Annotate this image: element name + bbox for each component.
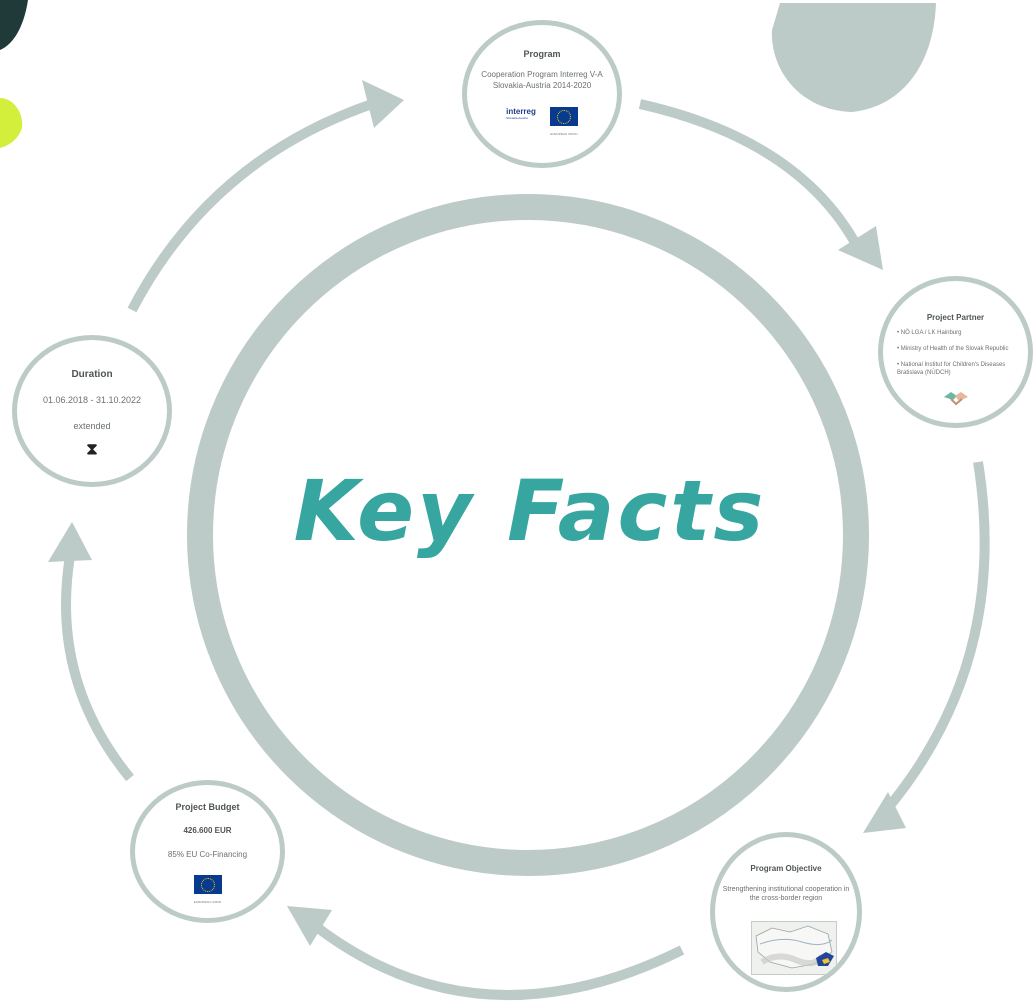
budget-title: Project Budget bbox=[175, 802, 240, 812]
deco-lime-blob bbox=[0, 98, 23, 148]
deco-dark-blob bbox=[0, 0, 28, 50]
program-title: Program bbox=[523, 49, 561, 59]
key-facts-title: Key Facts bbox=[293, 462, 767, 560]
handshake-icon bbox=[942, 389, 970, 412]
interreg-logo: interreg Slovakia-Austria bbox=[506, 107, 536, 120]
interreg-logo-region: Slovakia-Austria bbox=[506, 116, 528, 120]
program-logos: interreg Slovakia-Austria EUROPEAN UNION bbox=[467, 107, 617, 136]
duration-title: Duration bbox=[71, 369, 113, 380]
duration-status: extended bbox=[73, 421, 111, 431]
arrow-objective-to-budget bbox=[314, 924, 685, 1000]
program-objective-node[interactable]: Program Objective Strengthening institut… bbox=[710, 832, 862, 992]
duration-dates: 01.06.2018 - 31.10.2022 bbox=[42, 395, 142, 405]
arrow-program-to-partner bbox=[638, 99, 863, 251]
program-line-1: Cooperation Program Interreg V-A bbox=[481, 70, 603, 79]
central-ring bbox=[187, 194, 869, 876]
partner-item: • Ministry of Health of the Slovak Repub… bbox=[897, 346, 1009, 352]
partner-title: Project Partner bbox=[926, 313, 985, 322]
eu-logo: EUROPEAN UNION bbox=[549, 107, 578, 136]
program-node[interactable]: Program Cooperation Program Interreg V-A… bbox=[462, 20, 622, 168]
partner-list: • NÖ LGA / LK Hainburg • Ministry of Hea… bbox=[883, 329, 1028, 377]
eu-flag-icon bbox=[549, 107, 578, 126]
budget-cofinancing: 85% EU Co-Financing bbox=[167, 850, 248, 859]
arrow-heads bbox=[48, 80, 906, 946]
arrowhead-program bbox=[362, 80, 404, 128]
objective-title: Program Objective bbox=[750, 864, 822, 873]
deco-grey-blob bbox=[771, 3, 936, 112]
interreg-logo-word: interreg bbox=[506, 107, 536, 116]
cycle-arrows bbox=[61, 99, 990, 1000]
eu-flag-icon bbox=[193, 875, 222, 894]
arrow-duration-to-program bbox=[127, 99, 374, 313]
region-map-image bbox=[751, 921, 837, 975]
arrowhead-partner bbox=[838, 226, 883, 270]
arrowhead-objective bbox=[863, 792, 906, 833]
eu-caption: EUROPEAN UNION bbox=[193, 900, 222, 904]
arrow-budget-to-duration bbox=[61, 555, 134, 782]
budget-amount: 426.600 EUR bbox=[183, 826, 232, 835]
objective-text: Strengthening institutional cooperation … bbox=[722, 886, 850, 902]
arrow-partner-to-objective bbox=[884, 461, 990, 812]
eu-logo: EUROPEAN UNION bbox=[135, 875, 280, 904]
project-partner-node[interactable]: Project Partner • NÖ LGA / LK Hainburg •… bbox=[878, 276, 1033, 428]
partner-item: • National Institut for Children's Disea… bbox=[897, 362, 1006, 376]
arrowhead-budget bbox=[287, 906, 332, 946]
eu-caption: EUROPEAN UNION bbox=[550, 132, 578, 136]
hourglass-icon: ⧗ bbox=[86, 441, 98, 458]
project-budget-node[interactable]: Project Budget 426.600 EUR 85% EU Co-Fin… bbox=[130, 780, 285, 923]
program-description: Cooperation Program Interreg V-A Slovaki… bbox=[467, 69, 617, 91]
partner-item: • NÖ LGA / LK Hainburg bbox=[897, 330, 962, 336]
duration-node[interactable]: Duration 01.06.2018 - 31.10.2022 extende… bbox=[12, 335, 172, 487]
program-line-2: Slovakia-Austria 2014-2020 bbox=[492, 81, 592, 90]
arrowhead-duration bbox=[48, 522, 92, 562]
